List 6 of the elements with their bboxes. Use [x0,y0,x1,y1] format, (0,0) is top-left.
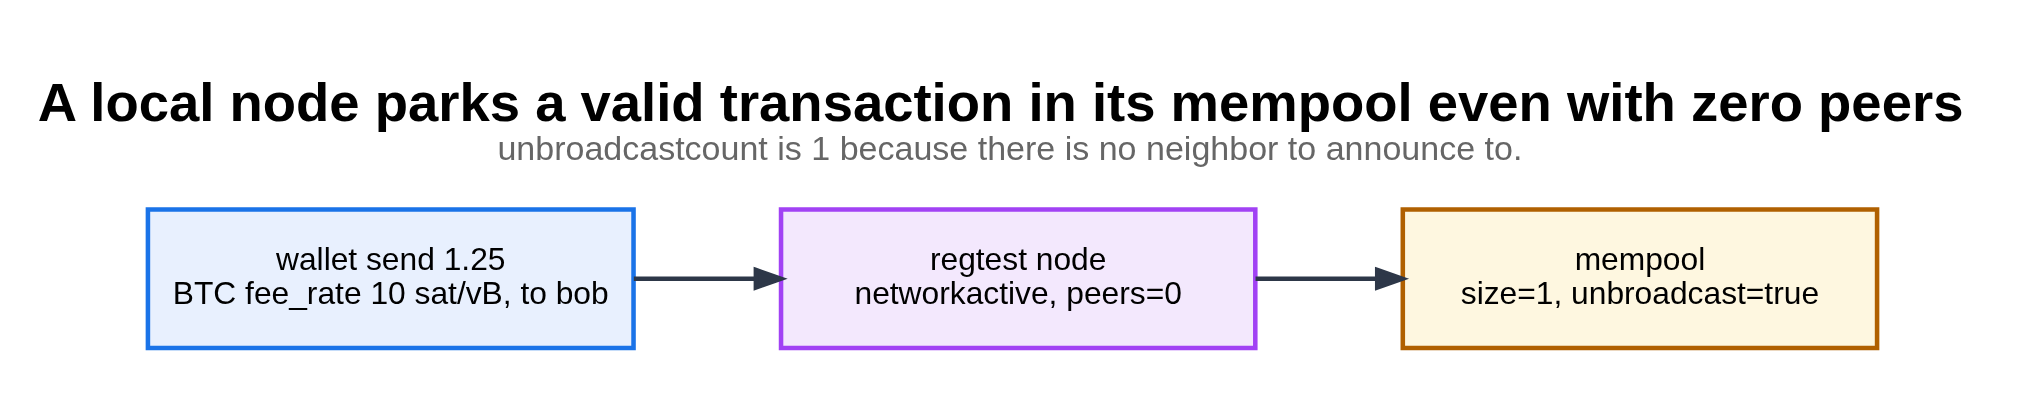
diagram-title: A local node parks a valid transaction in its mempool even with zero peers [37,72,1964,134]
arrow [633,266,788,291]
node-box: mempool size=1, unbroadcast=true [1400,207,1880,351]
arrow [1255,266,1410,291]
node-box: wallet send 1.25 BTC fee_rate 10 sat/vB, to bob [145,207,636,351]
node-box: regtest node networkactive, peers=0 [778,207,1258,351]
